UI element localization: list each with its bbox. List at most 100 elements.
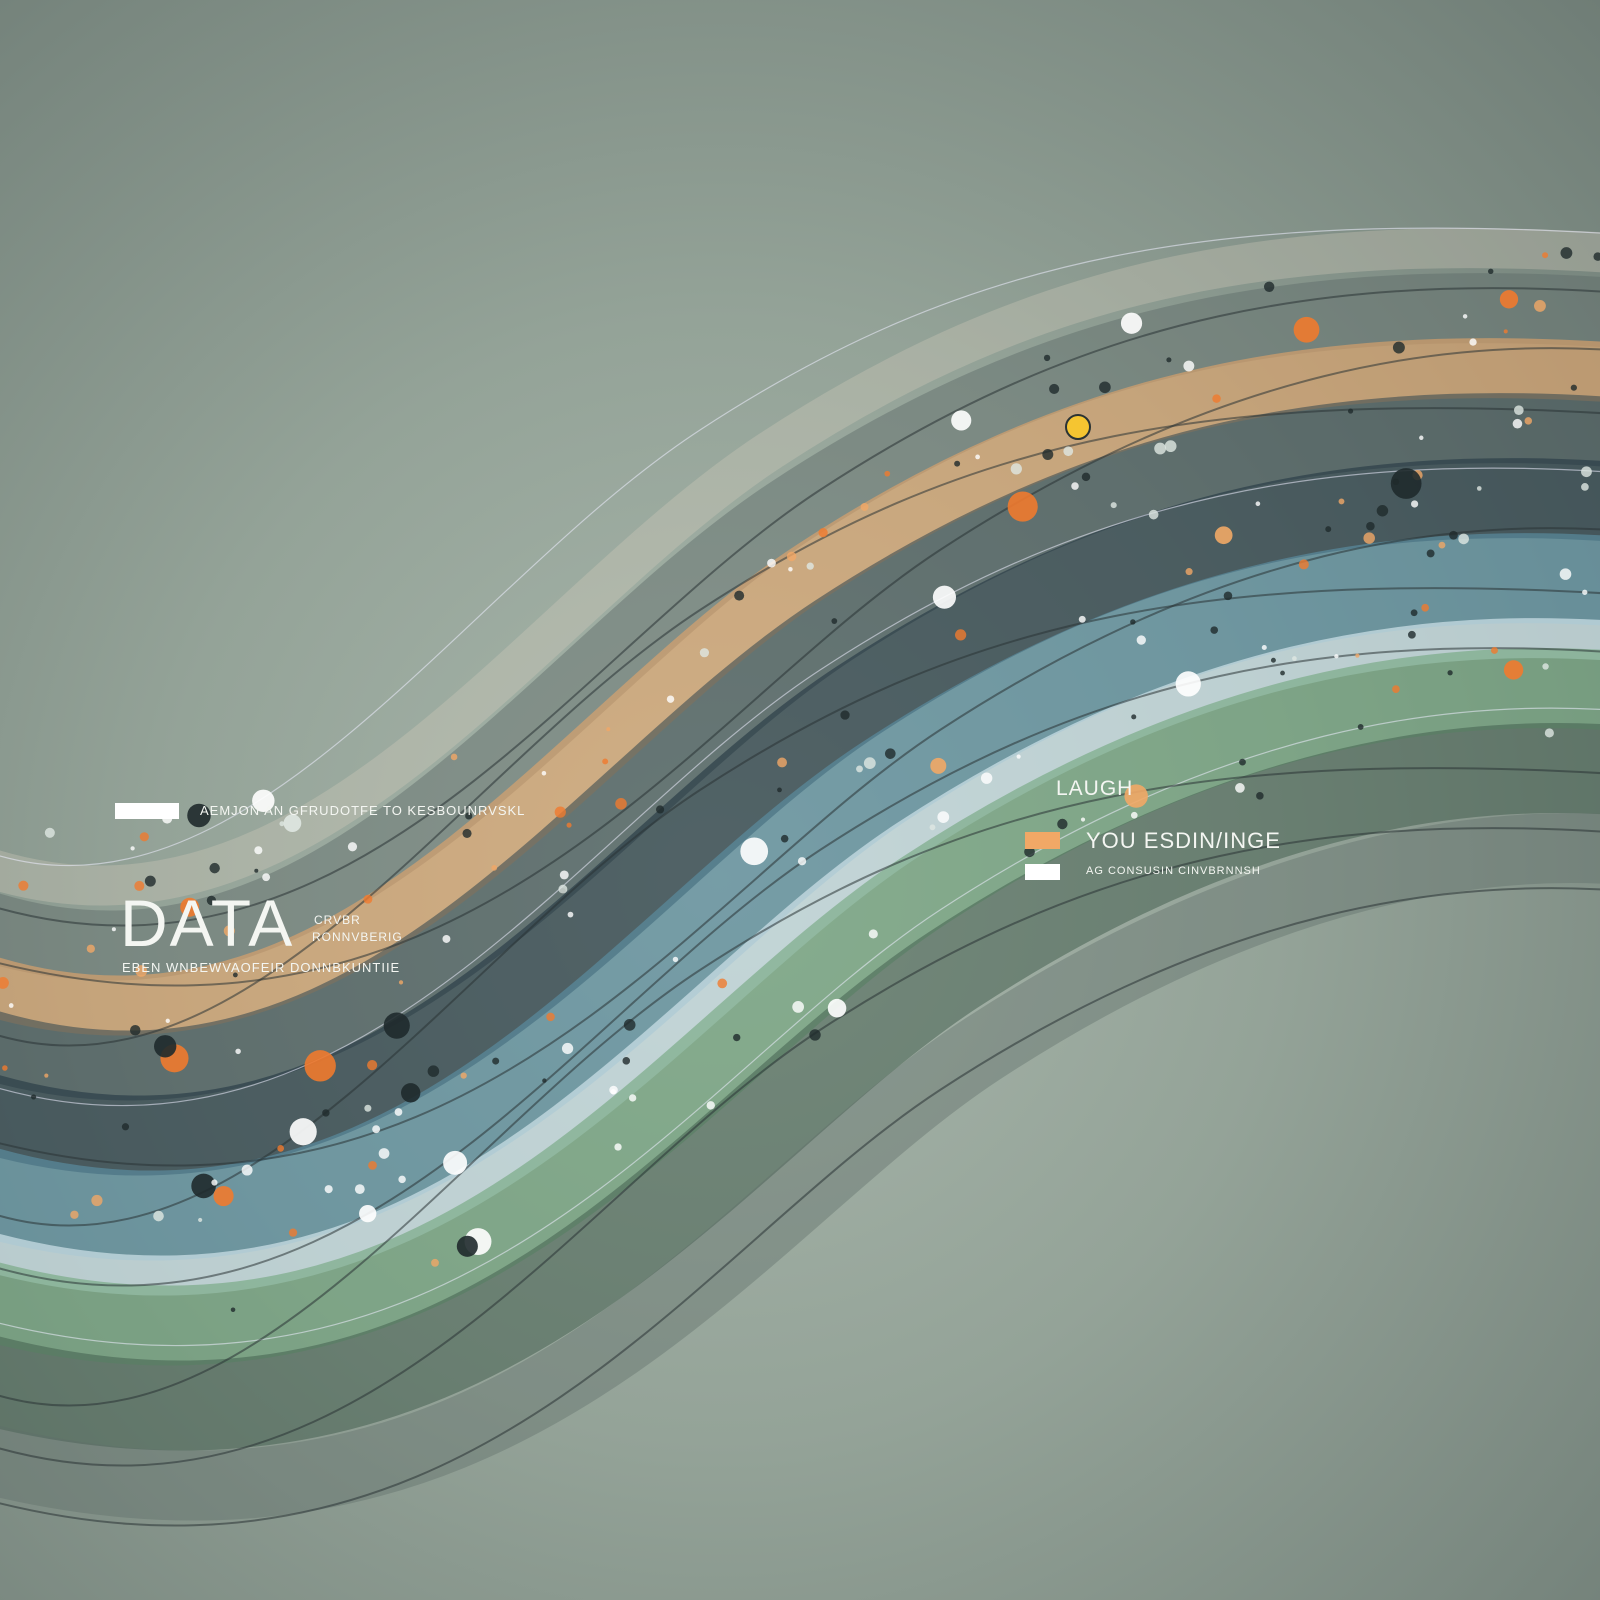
data-dot bbox=[797, 857, 807, 866]
data-dot bbox=[431, 1258, 439, 1267]
data-dot bbox=[367, 1060, 378, 1071]
data-dot bbox=[1131, 714, 1137, 720]
data-dot bbox=[1010, 463, 1022, 475]
data-dot bbox=[1421, 603, 1429, 612]
wave-line bbox=[0, 527, 1600, 1167]
data-dot bbox=[780, 834, 789, 843]
wave-band bbox=[0, 228, 1600, 906]
data-dot bbox=[372, 1125, 381, 1134]
data-dot bbox=[1524, 417, 1533, 425]
data-dot bbox=[465, 812, 473, 820]
data-dot bbox=[929, 824, 936, 831]
wave-line bbox=[0, 707, 1600, 1346]
data-dot bbox=[666, 695, 675, 703]
data-dot bbox=[558, 884, 568, 894]
data-dot bbox=[602, 758, 609, 765]
data-dot bbox=[139, 832, 149, 842]
data-dot bbox=[165, 1018, 170, 1023]
data-dot bbox=[1185, 568, 1193, 576]
data-dot bbox=[1512, 418, 1523, 429]
data-dot bbox=[288, 1228, 298, 1237]
data-dot bbox=[1503, 660, 1524, 680]
line-1: YOU ESDIN/INGE bbox=[1086, 828, 1281, 853]
data-dot bbox=[279, 821, 285, 827]
data-dot bbox=[1154, 442, 1167, 455]
data-dot bbox=[206, 895, 217, 906]
data-dot bbox=[615, 797, 627, 810]
data-dot bbox=[191, 1173, 216, 1199]
data-dot bbox=[1130, 619, 1136, 625]
wave-line bbox=[0, 227, 1600, 867]
data-dot bbox=[322, 1109, 330, 1117]
data-dot bbox=[932, 585, 957, 609]
data-dot bbox=[277, 1145, 285, 1152]
data-dot bbox=[1593, 252, 1600, 261]
data-dot bbox=[1462, 314, 1468, 319]
wave-band bbox=[0, 813, 1600, 1521]
data-dot bbox=[541, 770, 547, 776]
data-dot bbox=[1447, 670, 1453, 676]
data-dot bbox=[542, 1078, 547, 1083]
data-dot bbox=[1263, 281, 1275, 292]
data-dot bbox=[656, 805, 665, 814]
data-dot bbox=[1488, 268, 1494, 275]
data-dot bbox=[135, 965, 148, 977]
data-dot bbox=[1458, 533, 1469, 545]
data-dot bbox=[1175, 671, 1201, 697]
data-dot bbox=[254, 868, 259, 873]
data-dot bbox=[1392, 685, 1400, 693]
data-dot bbox=[213, 1185, 234, 1207]
data-dot bbox=[1334, 654, 1339, 659]
data-dot bbox=[154, 1035, 177, 1058]
data-dot bbox=[1183, 360, 1195, 372]
data-dot bbox=[840, 710, 850, 720]
data-dot bbox=[1110, 502, 1117, 509]
wave-line bbox=[0, 827, 1600, 1467]
data-dot bbox=[2, 1065, 8, 1071]
data-dot bbox=[121, 1123, 130, 1131]
data-dot bbox=[561, 1042, 574, 1055]
data-dot bbox=[368, 1160, 377, 1170]
highlight-dot bbox=[1065, 414, 1091, 440]
data-dot bbox=[767, 558, 776, 568]
wave-band bbox=[0, 393, 1600, 1101]
data-dot bbox=[1491, 646, 1498, 654]
data-dot bbox=[383, 1012, 410, 1039]
data-dot bbox=[129, 1024, 141, 1036]
wave-line bbox=[0, 287, 1600, 927]
data-dot bbox=[1239, 758, 1246, 766]
data-dot bbox=[1081, 472, 1091, 482]
data-dot bbox=[606, 727, 611, 732]
data-dot bbox=[283, 814, 302, 833]
data-dot bbox=[1078, 615, 1086, 623]
data-dot bbox=[241, 1164, 253, 1176]
data-dot bbox=[1376, 505, 1389, 517]
data-dot bbox=[1042, 448, 1054, 460]
data-dot bbox=[1124, 784, 1148, 808]
data-dot bbox=[1410, 609, 1418, 617]
data-dot bbox=[777, 757, 787, 768]
wave-band bbox=[0, 618, 1600, 1296]
data-dot bbox=[1499, 290, 1519, 309]
data-dot bbox=[1071, 482, 1079, 490]
data-dot bbox=[492, 1057, 500, 1065]
wave-band bbox=[0, 533, 1600, 1261]
data-dot bbox=[1582, 589, 1588, 595]
side-line-2: RONNVBERIG bbox=[312, 930, 403, 944]
data-dot bbox=[359, 1204, 377, 1223]
data-dot bbox=[1544, 728, 1554, 738]
subtitle: EBEN WNBEWVAOFEIR DONNBKUNTIIE bbox=[122, 960, 401, 975]
data-dot bbox=[717, 978, 728, 989]
data-dot bbox=[450, 753, 458, 761]
data-dot bbox=[232, 972, 238, 978]
data-dots bbox=[0, 247, 1600, 1313]
wave-band bbox=[0, 338, 1600, 1036]
data-dot bbox=[1581, 483, 1589, 491]
data-dot bbox=[1130, 811, 1138, 819]
wave-band bbox=[0, 458, 1600, 1176]
data-dot bbox=[223, 925, 235, 937]
heading: LAUGH bbox=[1056, 777, 1134, 800]
data-dot bbox=[818, 527, 828, 538]
data-dot bbox=[1426, 549, 1435, 558]
data-dot bbox=[1210, 626, 1219, 634]
